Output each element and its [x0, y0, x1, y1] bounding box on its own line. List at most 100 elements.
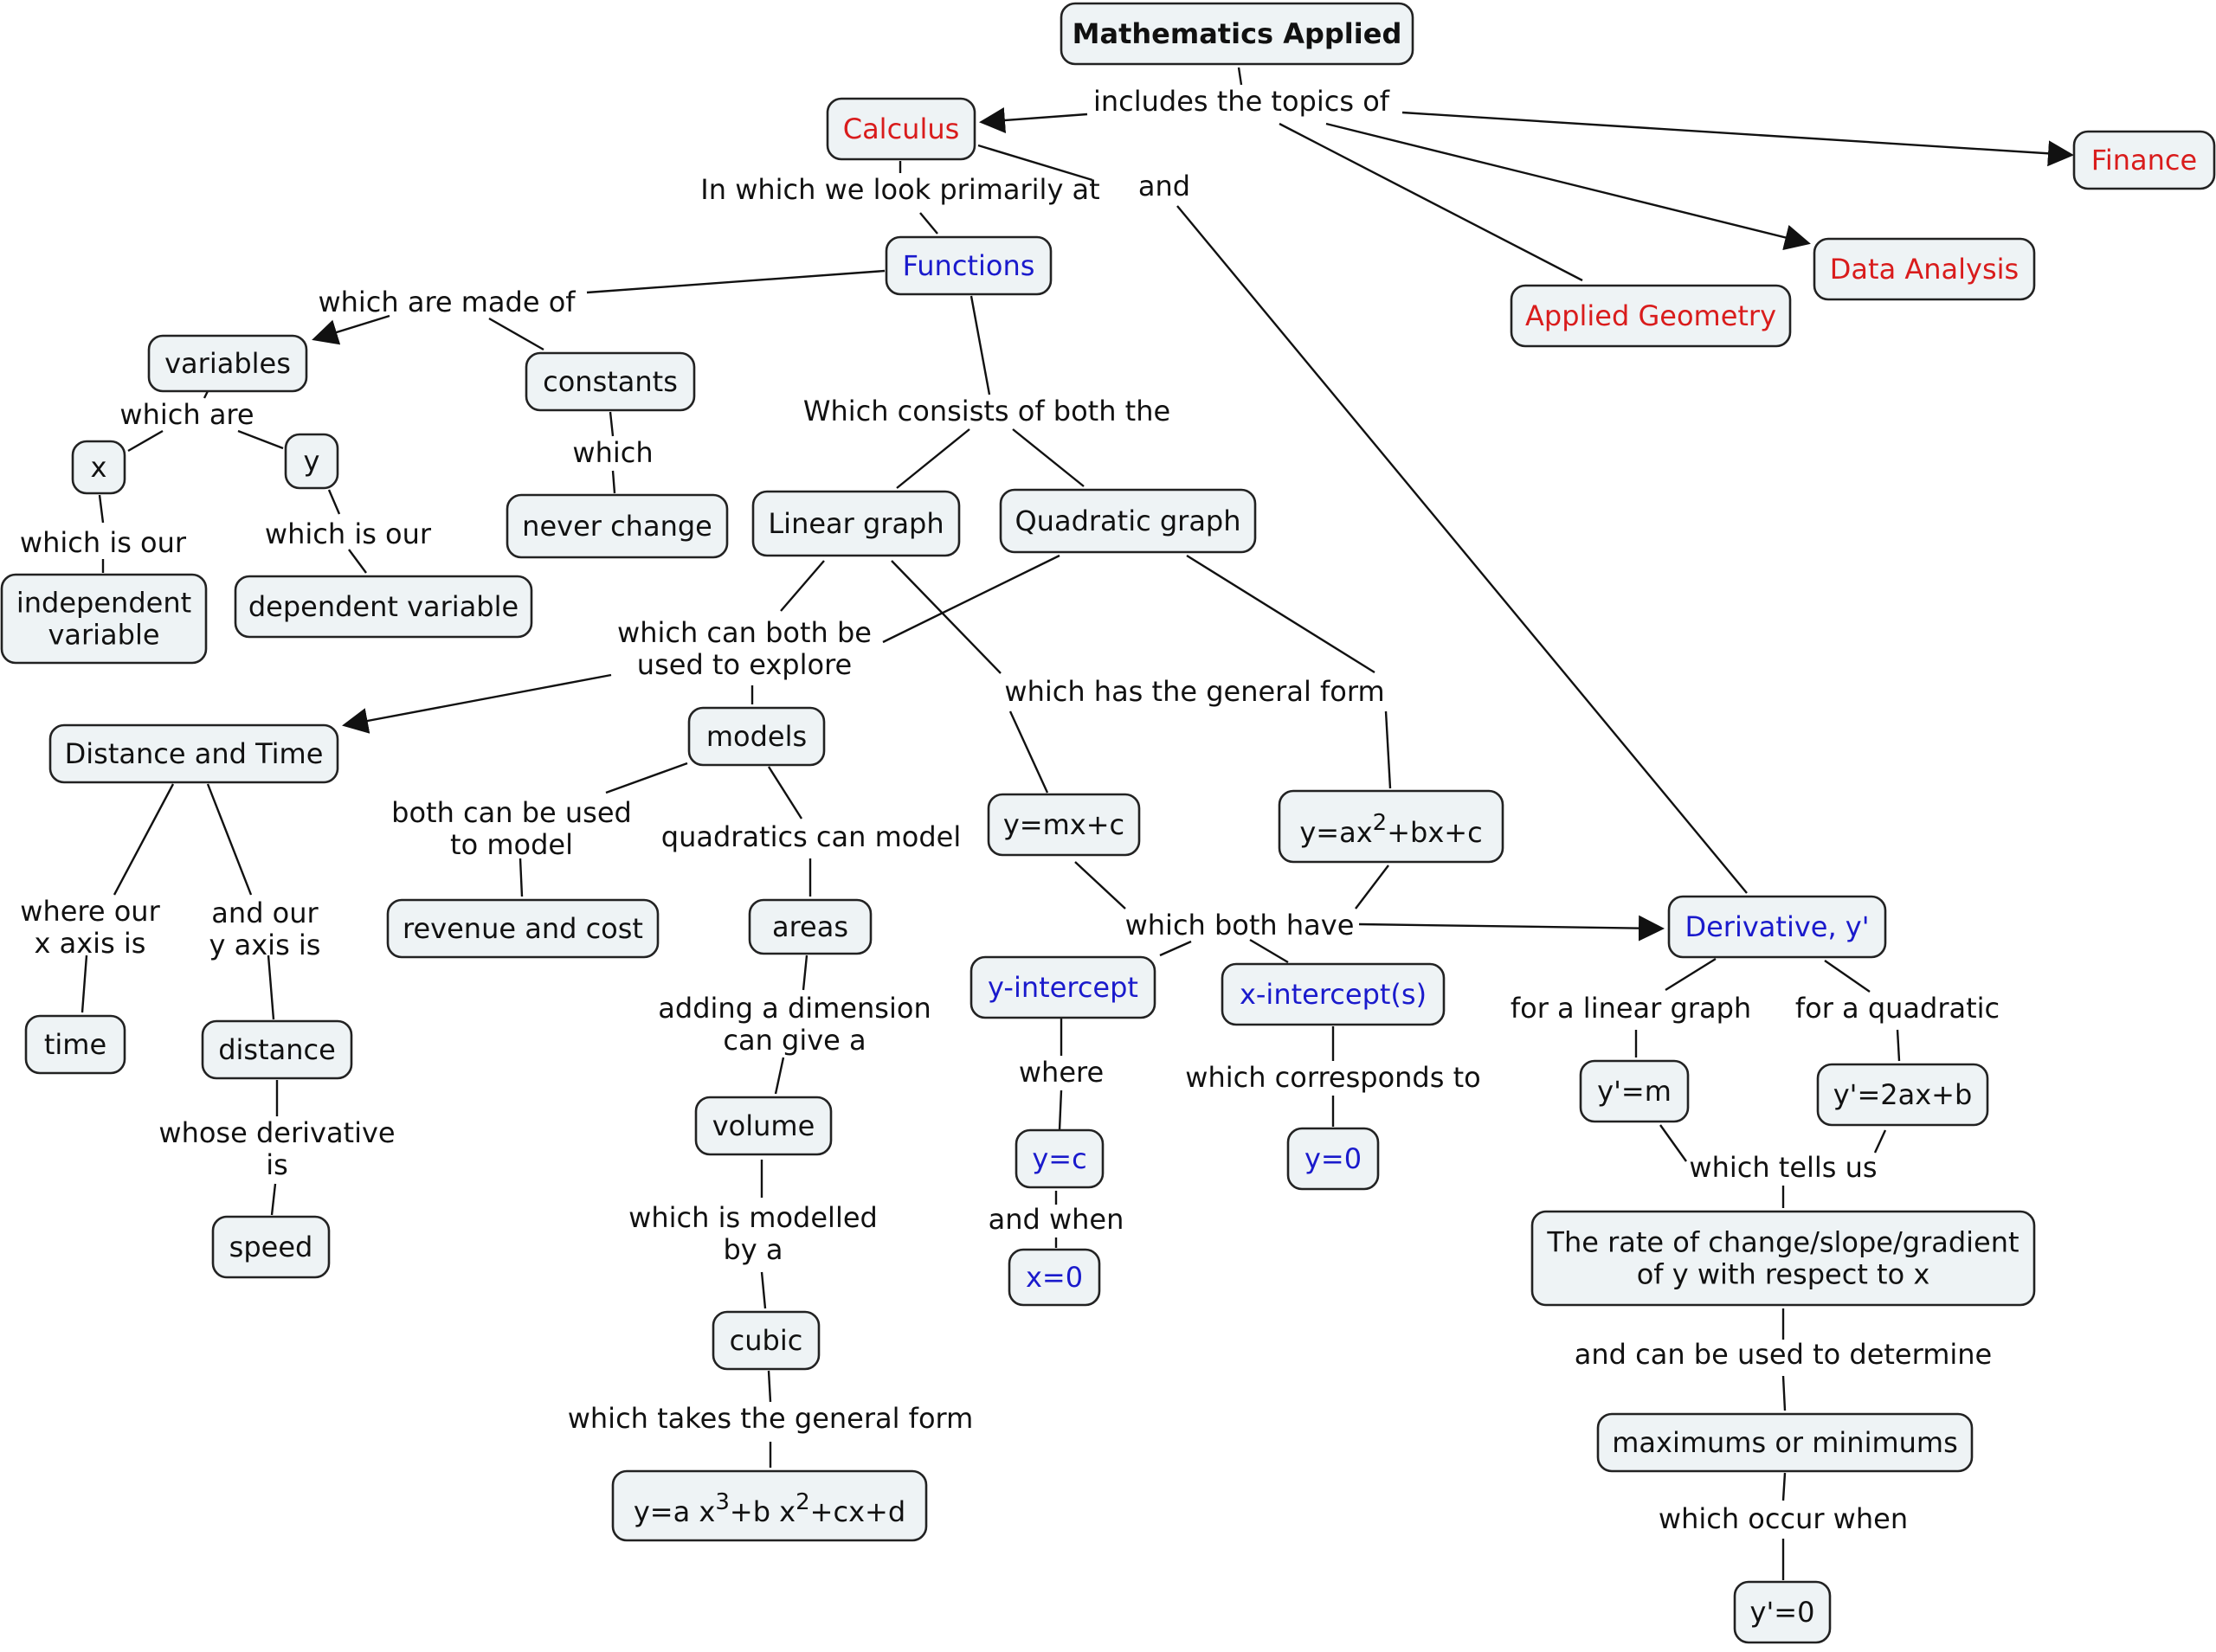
- label-which: which: [572, 436, 653, 469]
- label-where: where: [1019, 1056, 1104, 1089]
- label-determine: and can be used to determine: [1575, 1338, 1992, 1371]
- svg-text:revenue and cost: revenue and cost: [403, 912, 643, 945]
- svg-text:y=a x3+b x2+cx+d: y=a x3+b x2+cx+d: [634, 1489, 905, 1528]
- svg-text:time: time: [44, 1028, 106, 1061]
- node-x-intercepts[interactable]: x-intercept(s): [1221, 962, 1446, 1026]
- svg-text:Calculus: Calculus: [843, 112, 960, 145]
- node-constants[interactable]: constants: [525, 351, 696, 412]
- node-y-eq-c[interactable]: y=c: [1015, 1128, 1105, 1189]
- node-derivative[interactable]: Derivative, y': [1667, 895, 1887, 959]
- node-y-mx-c[interactable]: y=mx+c: [987, 793, 1141, 857]
- svg-text:y=0: y=0: [1304, 1142, 1362, 1175]
- node-data-analysis[interactable]: Data Analysis: [1813, 237, 2036, 301]
- svg-text:y: y: [304, 445, 320, 478]
- svg-text:constants: constants: [543, 365, 678, 398]
- node-models[interactable]: models: [687, 706, 826, 767]
- svg-text:volume: volume: [712, 1109, 815, 1142]
- label-takes-form: which takes the general form: [568, 1402, 974, 1435]
- label-and-when: and when: [989, 1203, 1124, 1236]
- node-y[interactable]: y: [284, 433, 339, 490]
- node-never-change[interactable]: never change: [506, 493, 729, 559]
- node-y-prime-2axb[interactable]: y'=2ax+b: [1816, 1063, 1989, 1127]
- svg-text:dependent variable: dependent variable: [248, 590, 519, 623]
- svg-text:models: models: [706, 720, 807, 753]
- svg-text:Linear graph: Linear graph: [768, 507, 944, 540]
- svg-text:y'=2ax+b: y'=2ax+b: [1833, 1078, 1973, 1111]
- svg-text:distance: distance: [218, 1033, 336, 1066]
- label-tells-us: which tells us: [1689, 1151, 1877, 1184]
- node-dependent-variable[interactable]: dependent variable: [234, 575, 533, 639]
- link-labels: includes the topics of In which we look …: [20, 85, 2000, 1535]
- svg-text:y=mx+c: y=mx+c: [1003, 808, 1124, 841]
- label-for-quadratic: for a quadratic: [1795, 992, 2000, 1025]
- svg-text:never change: never change: [522, 510, 712, 543]
- label-made-of: which are made of: [318, 286, 576, 318]
- svg-text:Quadratic graph: Quadratic graph: [1015, 505, 1240, 537]
- node-finance[interactable]: Finance: [2072, 130, 2216, 190]
- label-which-is-our-x: which is our: [20, 526, 187, 559]
- svg-text:Derivative, y': Derivative, y': [1685, 910, 1869, 943]
- svg-text:Applied Geometry: Applied Geometry: [1525, 299, 1776, 332]
- node-volume[interactable]: volume: [694, 1096, 833, 1156]
- svg-text:Data Analysis: Data Analysis: [1830, 253, 2019, 286]
- svg-text:y-intercept: y-intercept: [988, 971, 1138, 1004]
- node-mathematics-applied[interactable]: Mathematics Applied: [1060, 2, 1414, 66]
- svg-text:x=0: x=0: [1026, 1261, 1083, 1294]
- node-revenue-and-cost[interactable]: revenue and cost: [386, 898, 660, 959]
- node-x-eq-0[interactable]: x=0: [1008, 1248, 1101, 1307]
- node-calculus[interactable]: Calculus: [826, 97, 976, 161]
- label-quad-model: quadratics can model: [661, 820, 961, 853]
- node-linear-graph[interactable]: Linear graph: [751, 490, 961, 557]
- svg-text:Mathematics Applied: Mathematics Applied: [1073, 17, 1402, 50]
- node-functions[interactable]: Functions: [885, 235, 1053, 296]
- svg-text:cubic: cubic: [730, 1324, 803, 1357]
- label-includes-topics: includes the topics of: [1093, 85, 1390, 118]
- label-corresponds: which corresponds to: [1185, 1061, 1480, 1094]
- node-y-intercept[interactable]: y-intercept: [970, 955, 1156, 1019]
- node-areas[interactable]: areas: [748, 898, 873, 955]
- label-look-primarily-at: In which we look primarily at: [700, 173, 1099, 206]
- svg-text:Distance and Time: Distance and Time: [65, 737, 324, 770]
- svg-text:Functions: Functions: [903, 249, 1035, 282]
- node-quadratic-graph[interactable]: Quadratic graph: [999, 488, 1257, 554]
- node-y-prime-0[interactable]: y'=0: [1733, 1580, 1832, 1644]
- svg-text:x: x: [91, 451, 107, 484]
- node-applied-geometry[interactable]: Applied Geometry: [1510, 284, 1792, 348]
- node-y-eq-0[interactable]: y=0: [1286, 1127, 1380, 1191]
- label-general-form: which has the general form: [1004, 675, 1384, 708]
- svg-text:areas: areas: [772, 910, 848, 943]
- node-y-prime-m[interactable]: y'=m: [1579, 1059, 1690, 1123]
- label-occur-when: which occur when: [1659, 1502, 1908, 1535]
- node-variables[interactable]: variables: [147, 334, 308, 393]
- svg-text:y'=0: y'=0: [1750, 1596, 1815, 1629]
- svg-text:speed: speed: [229, 1231, 313, 1263]
- label-for-linear: for a linear graph: [1511, 992, 1751, 1025]
- svg-text:y'=m: y'=m: [1597, 1075, 1672, 1108]
- svg-text:variables: variables: [164, 347, 291, 380]
- node-max-min[interactable]: maximums or minimums: [1596, 1412, 1974, 1473]
- node-speed[interactable]: speed: [211, 1215, 331, 1279]
- node-distance-and-time[interactable]: Distance and Time: [48, 723, 339, 784]
- svg-text:x-intercept(s): x-intercept(s): [1240, 978, 1427, 1011]
- label-both-have: which both have: [1125, 909, 1355, 942]
- node-distance[interactable]: distance: [201, 1019, 353, 1080]
- node-cubic-form[interactable]: y=a x3+b x2+cx+d: [611, 1469, 928, 1542]
- label-which-are: which are: [119, 398, 254, 431]
- svg-text:Finance: Finance: [2091, 144, 2197, 177]
- node-quadratic-form[interactable]: y=ax2+bx+c: [1278, 789, 1504, 864]
- node-cubic[interactable]: cubic: [712, 1310, 821, 1371]
- node-x[interactable]: x: [71, 440, 126, 495]
- node-time[interactable]: time: [24, 1014, 126, 1075]
- svg-text:maximums or minimums: maximums or minimums: [1612, 1426, 1958, 1459]
